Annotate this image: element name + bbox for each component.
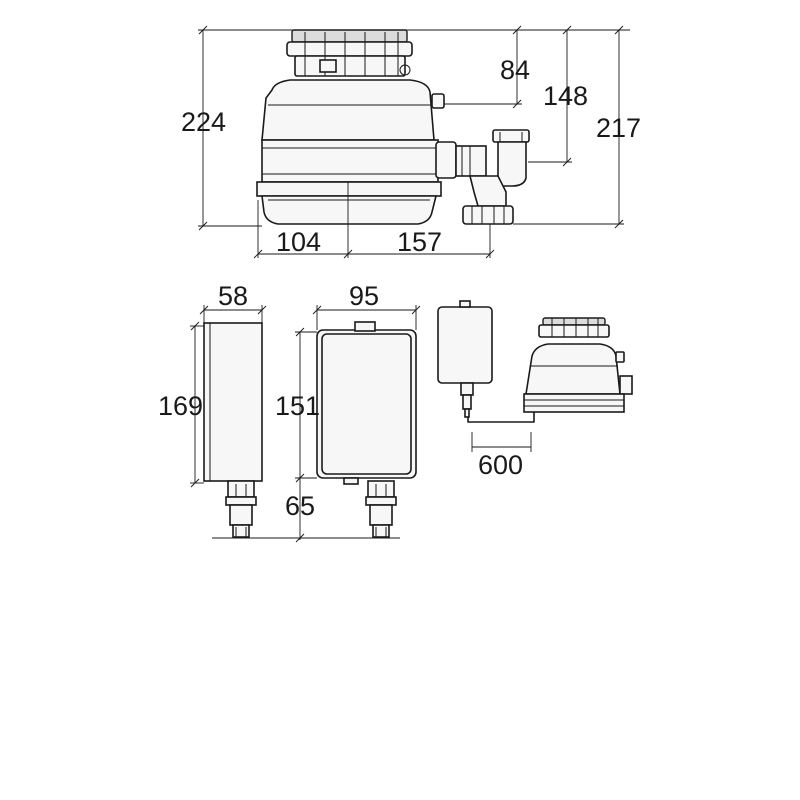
- dim-157: 157: [397, 227, 442, 257]
- dim-600: 600: [478, 450, 523, 480]
- dim-224: 224: [181, 107, 226, 137]
- dim-58: 58: [218, 281, 248, 311]
- dim-148: 148: [543, 81, 588, 111]
- dimension-lines-cable: [471, 432, 532, 452]
- dim-169: 169: [158, 391, 203, 421]
- dimension-lines-side: [190, 305, 267, 488]
- dimension-lines-front: [212, 305, 421, 543]
- dim-217: 217: [596, 113, 641, 143]
- switch-box-front-view: [316, 321, 417, 538]
- dim-104: 104: [276, 227, 321, 257]
- dim-151: 151: [275, 391, 320, 421]
- dim-95: 95: [349, 281, 379, 311]
- dim-84: 84: [500, 55, 530, 85]
- switch-box-side-view: [203, 322, 263, 538]
- dimension-lines-top: [198, 25, 630, 259]
- dim-65: 65: [285, 491, 315, 521]
- assembly-view: [437, 300, 633, 423]
- disposer-main-view: [256, 29, 530, 258]
